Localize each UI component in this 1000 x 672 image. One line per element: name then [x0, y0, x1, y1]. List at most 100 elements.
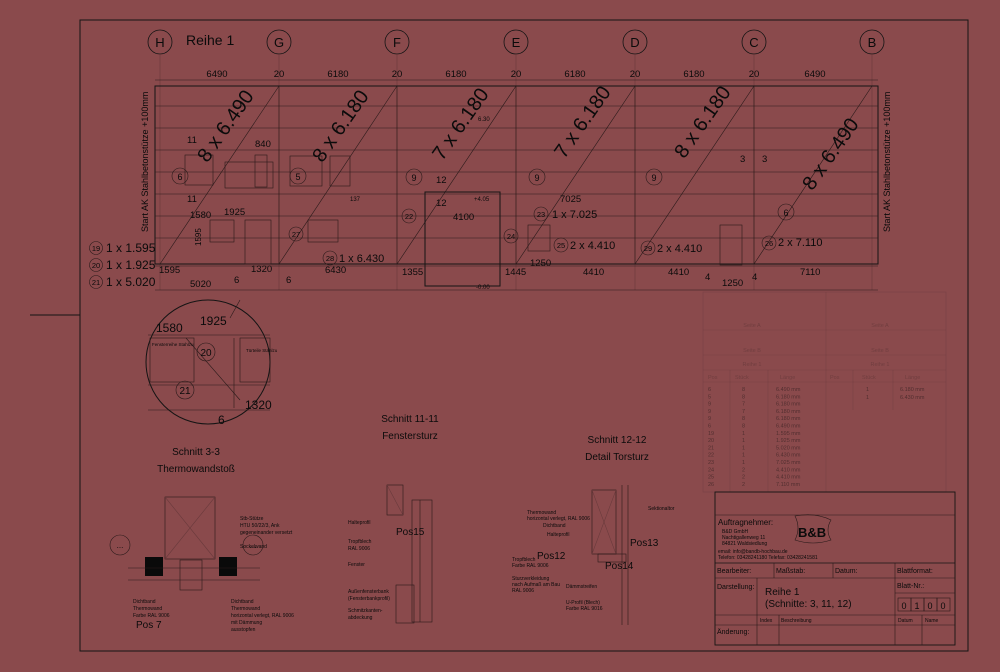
section-note: Schmitzkanten-	[348, 608, 383, 614]
section-note: Thermowand	[231, 606, 260, 612]
dim-label: 6180	[683, 69, 704, 80]
axis-label: E	[512, 35, 521, 50]
side-note-left: Start AK Stahlbetonstütze +100mm	[140, 92, 150, 232]
axis-label: D	[630, 35, 639, 50]
section-note: RAL 9006	[348, 546, 370, 552]
table-cell: 26	[708, 482, 714, 488]
section-subtitle: Thermowandstoß	[157, 464, 235, 475]
section-note: Sockelwand	[240, 544, 267, 550]
company-logo: B&B	[794, 514, 832, 544]
section-titles: Schnitt 3-3 Thermowandstoß Schnitt 11-11…	[157, 414, 649, 475]
pos-label: Pos14	[605, 561, 634, 572]
plan-label: 137	[350, 197, 361, 203]
axis-label: G	[274, 35, 284, 50]
table-cell: 6	[708, 424, 711, 430]
pos-bubble-num: 5	[295, 172, 300, 182]
tb-col: Index	[760, 618, 773, 624]
position-bubbles: 6 5 9 9 9 6 22 23 24 25 26 27 28 29	[171, 167, 795, 266]
title-block: Auftragnehmer: B&D GmbH Nachtigallenweg …	[714, 491, 956, 646]
table-cell: 9	[708, 409, 711, 415]
table-cell: 2	[742, 482, 745, 488]
pos-bubble-num: 25	[557, 241, 565, 250]
section-3-3-drawing: ... ... Stb-Stütze HTU 50/22/3, Ank gege…	[109, 496, 294, 633]
plan-label: 1355	[402, 267, 423, 278]
door-opening	[719, 224, 743, 266]
tb-blatt-digit: 0	[901, 601, 906, 611]
pos-bubble: 23	[533, 206, 549, 222]
ellipsis-label: ...	[250, 541, 257, 550]
pos-bubble: 24	[503, 228, 519, 244]
tb-darstellung: Reihe 1	[765, 587, 800, 598]
detail-dim: 1580	[156, 321, 183, 335]
table-cell: 8	[742, 424, 745, 430]
table-col-header: Stück	[735, 375, 749, 381]
tb-client-lines: B&D GmbH Nachtigallenweg 11 84821 Waldsi…	[718, 529, 818, 561]
tb-client-line: Telefon: 03428241180 Telefax: 0342824158…	[718, 555, 818, 561]
left-bubble-num: 21	[92, 278, 100, 287]
axis-labels: H G F E D C B	[147, 29, 885, 55]
table-cell: 9	[708, 402, 711, 408]
tb-label: Änderung:	[717, 628, 749, 636]
table-cell: 1	[742, 460, 745, 466]
table-subheader: Seite A	[871, 323, 889, 329]
detail-bubble: 21	[179, 386, 191, 397]
plan-label: 3	[762, 154, 767, 165]
tb-label: Auftragnehmer:	[718, 518, 773, 527]
pos-bubble-num: 26	[765, 239, 773, 248]
table-subheader: Seite A	[743, 323, 761, 329]
pos-bubble-num: 9	[534, 173, 539, 183]
plan-label: 6	[286, 275, 291, 286]
section-note: Tropfblech	[512, 557, 536, 563]
table-cell: 7	[742, 402, 745, 408]
pos-label: Pos 7	[136, 620, 162, 631]
table-cell: 4.410 mm	[776, 467, 801, 473]
table-col-header: Stück	[862, 375, 876, 381]
section-title: Schnitt 3-3	[172, 447, 220, 458]
window-opening	[329, 155, 351, 187]
plan-label: -0.00	[476, 285, 490, 291]
pos-bubble: 9	[645, 168, 663, 186]
plan-label: 11	[187, 194, 197, 205]
section-11-11-drawing: Pos15 Halteprofil Tropfblech RAL 9006 Fe…	[348, 484, 433, 624]
detail-note: Türteile Stahlzu	[246, 348, 278, 353]
tb-label: Blatt-Nr.:	[897, 583, 924, 590]
left-bubble-item: 20 1 x 1.925	[89, 258, 156, 272]
section-note: Thermowand	[133, 606, 162, 612]
plan-label: 4410	[668, 267, 689, 278]
table-cell: 1	[866, 387, 869, 393]
plan-label: 5020	[190, 279, 211, 290]
section-note: Außenfensterbank	[348, 589, 389, 595]
pos-bubble: 27	[288, 226, 304, 242]
dim-label: 6490	[206, 69, 227, 80]
window-opening	[307, 219, 339, 243]
plan-label: 3	[740, 154, 745, 165]
tb-label: Maßstab:	[776, 568, 805, 575]
pos-label: Pos12	[537, 551, 566, 562]
left-bubble-item: 19 1 x 1.595	[89, 241, 156, 255]
insulation-block	[145, 557, 163, 576]
plan-label: 1580	[190, 210, 211, 221]
pos-bubble: 22	[401, 208, 417, 224]
section-note: Sektionaltor	[648, 506, 675, 512]
plan-label: 11	[187, 135, 197, 146]
plan-label: 1250	[722, 278, 743, 289]
table-cell: 1	[742, 453, 745, 459]
panel-spec-text: 7 x 6.180	[428, 84, 493, 164]
panel-spec-text: 8 x 6.180	[670, 82, 735, 162]
section-note: RAL 9006	[512, 588, 534, 594]
plan-label: 7025	[560, 194, 581, 205]
section-note: Dichtband	[543, 523, 566, 529]
material-table-text: Seite A Seite B Reihe 1 Seite A Seite B …	[708, 323, 920, 381]
tb-label: Bearbeiter:	[717, 568, 751, 575]
panel-spec-text: 8 x 6.490	[193, 86, 258, 166]
left-bubble-text: 1 x 1.925	[106, 258, 156, 272]
panel-spec: 8 x 6.490	[193, 86, 258, 166]
pos-bubble: 26	[761, 235, 777, 251]
plan-label: 4	[705, 272, 710, 283]
section-note: horizontal verlegt, RAL 9006	[231, 613, 294, 619]
pos-bubble-num: 6	[177, 172, 182, 182]
axis-bubble: H	[147, 29, 173, 55]
table-cell: 6.180 mm	[776, 416, 801, 422]
axis-bubble: E	[503, 29, 529, 55]
